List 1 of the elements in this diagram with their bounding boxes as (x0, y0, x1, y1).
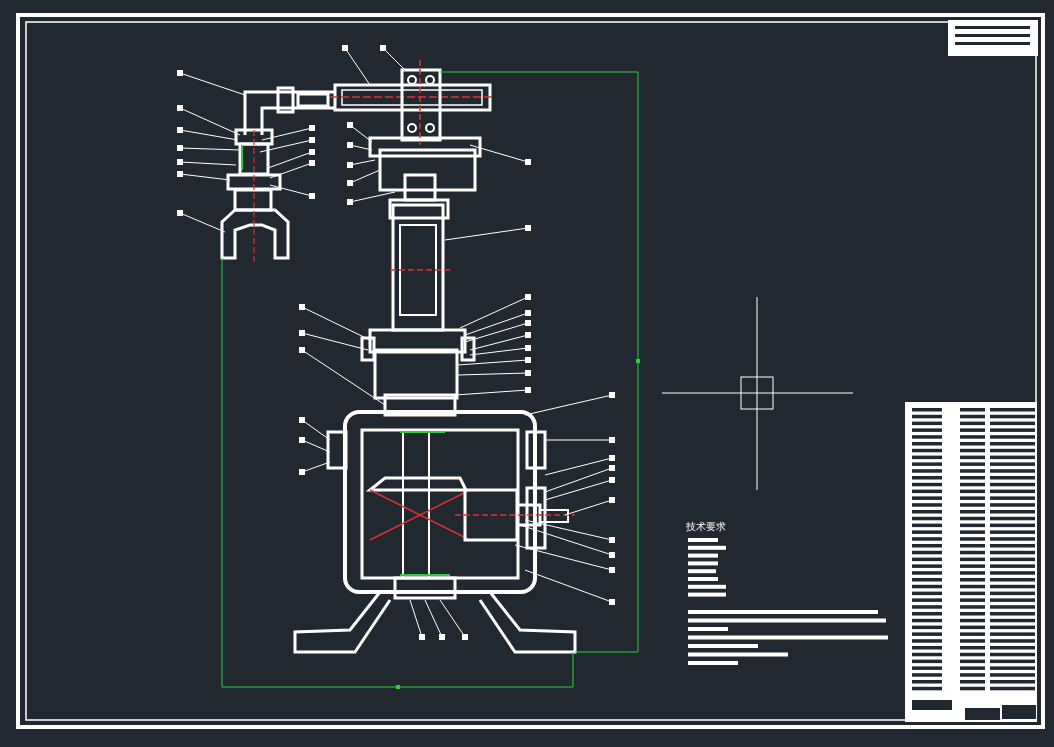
notes-heading: 技术要求 (686, 520, 726, 534)
